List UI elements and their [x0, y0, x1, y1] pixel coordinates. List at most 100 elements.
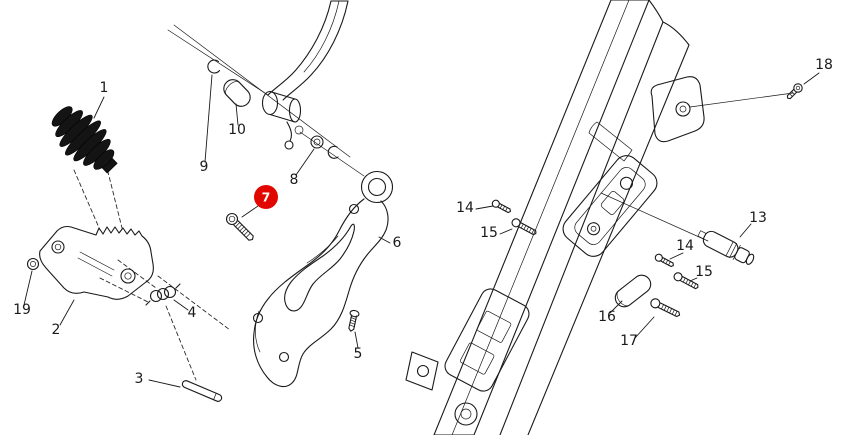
screw-shaft	[233, 220, 254, 241]
screw-threads	[662, 258, 671, 266]
spring-coil	[149, 289, 163, 303]
bracket-layer-line	[306, 235, 339, 264]
frame-lower-bracket	[444, 288, 530, 392]
frame-drawing	[405, 0, 705, 435]
callout-18-label[interactable]: 18	[815, 57, 833, 73]
bracket-cutout	[284, 223, 355, 312]
leader-line-16	[609, 300, 623, 314]
pin-body	[181, 380, 223, 402]
bracket-plate	[444, 288, 530, 392]
callout-labels: 1 2 3 4 5 6 8 9 10 13 14 15 14 15 16 17 …	[13, 57, 833, 387]
leader-line-3	[148, 379, 181, 388]
screw-shaft	[657, 302, 681, 318]
spring-hook	[175, 283, 181, 289]
screw-head	[793, 83, 803, 93]
callout-15-right-label[interactable]: 15	[695, 264, 713, 280]
sensor-nose	[697, 230, 707, 240]
bracket-ring-inner	[367, 177, 387, 197]
part-5-screw	[348, 309, 360, 332]
bracket-hole	[51, 240, 65, 254]
callout-17-label[interactable]: 17	[620, 333, 638, 349]
axis-line	[600, 192, 709, 242]
alignment-dash	[165, 305, 197, 381]
part-18-screw	[786, 83, 803, 100]
leader-line-17	[634, 316, 655, 339]
frame-boss	[454, 402, 478, 426]
callout-9-label[interactable]: 9	[200, 159, 209, 175]
leader-line-19	[23, 270, 33, 306]
part-10-bushing	[223, 79, 251, 107]
pedal-pivot-tube	[261, 90, 279, 116]
bracket-body-outline	[253, 198, 389, 388]
callout-3-label[interactable]: 3	[135, 371, 144, 387]
frame-rail-rear-edge	[527, 21, 690, 435]
frame-rail	[433, 0, 650, 435]
callout-5-label[interactable]: 5	[354, 346, 363, 362]
axis-lines	[73, 24, 794, 381]
highlighted-callout-7[interactable]: 7	[241, 185, 278, 218]
sensor-body	[702, 230, 739, 258]
part-4-spring	[145, 283, 181, 306]
callout-14-left-label[interactable]: 14	[456, 200, 474, 216]
screw-threads	[235, 222, 251, 238]
leader-line-6	[378, 236, 391, 244]
screw-threads	[682, 277, 697, 289]
screw-head-socket	[228, 215, 236, 223]
part-17-screw	[650, 298, 681, 318]
callout-10-label[interactable]: 10	[228, 122, 246, 138]
axis-line	[173, 24, 351, 158]
callout-2-label[interactable]: 2	[52, 322, 61, 338]
part-16-plate	[614, 274, 652, 308]
alignment-dash	[105, 163, 123, 229]
alignment-dash	[73, 169, 101, 231]
bracket-foot-hole	[278, 351, 290, 363]
part-15-screw-right	[673, 272, 699, 290]
callout-13-label[interactable]: 13	[749, 210, 767, 226]
alignment-dash	[99, 277, 149, 303]
pedal-pivot-end	[288, 98, 302, 123]
pedal-edge	[282, 0, 349, 101]
axis-line	[167, 29, 269, 96]
screw-threads	[499, 204, 508, 212]
part-9-circlip	[207, 59, 221, 74]
callout-8-label[interactable]: 8	[290, 172, 299, 188]
callout-15-left-label[interactable]: 15	[480, 225, 498, 241]
part-1-rubber-footpeg	[51, 106, 118, 174]
bracket-hole-inner	[54, 243, 62, 251]
callout-14-right-label[interactable]: 14	[676, 238, 694, 254]
pin-groove	[213, 392, 217, 401]
leader-line-2	[59, 299, 75, 326]
highlight-circle[interactable]	[254, 185, 278, 209]
callout-6-label[interactable]: 6	[393, 235, 402, 251]
bracket-hole	[586, 222, 601, 236]
leader-line-15-right	[689, 277, 698, 282]
spring-hook	[145, 300, 151, 306]
callout-16-label[interactable]: 16	[598, 309, 616, 325]
leader-line-9	[204, 74, 213, 163]
pedal-pivot-line	[269, 113, 296, 123]
screw-head	[511, 218, 521, 228]
screw-threads	[660, 304, 678, 317]
alignment-dash	[117, 259, 157, 289]
screw-head	[650, 298, 661, 309]
footpeg-rib	[93, 149, 115, 170]
bracket-ring-outer	[360, 170, 394, 204]
part-19-nut	[26, 257, 40, 271]
part-13-sensor	[697, 230, 755, 265]
alignment-dash	[157, 275, 231, 331]
callout-1-label[interactable]: 1	[100, 80, 109, 96]
callout-7-label[interactable]: 7	[262, 190, 271, 205]
axis-line	[299, 131, 365, 177]
callout-4-label[interactable]: 4	[188, 305, 197, 321]
callout-19-label[interactable]: 19	[13, 302, 31, 318]
screw-head-socket	[795, 85, 801, 91]
part-2-footpeg-bracket	[39, 225, 154, 300]
frame-crossbar	[588, 121, 633, 162]
bracket-plate	[562, 155, 658, 257]
bracket-hole-inner	[124, 272, 132, 280]
bracket-slot	[459, 342, 495, 375]
screw-threads	[520, 223, 535, 235]
leader-line-10	[235, 103, 239, 126]
leader-line-7	[241, 205, 259, 218]
